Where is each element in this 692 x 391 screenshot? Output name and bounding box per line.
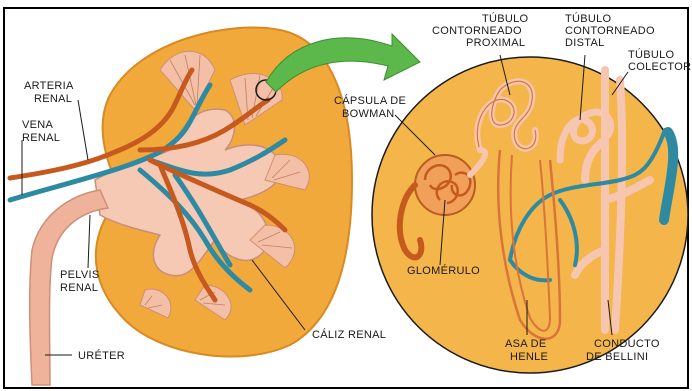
label-vena-renal: VENA RENAL (22, 119, 60, 144)
label-pelvis-renal: PELVIS RENAL (60, 269, 103, 294)
nephron-detail (372, 57, 688, 373)
label-glomerulo: GLOMÉRULO (407, 264, 480, 277)
label-ureter: URÉTER (78, 349, 125, 362)
label-asa-henle: ASA DE HENLE (505, 338, 550, 363)
label-caliz-renal: CÁLIZ RENAL (312, 328, 386, 341)
